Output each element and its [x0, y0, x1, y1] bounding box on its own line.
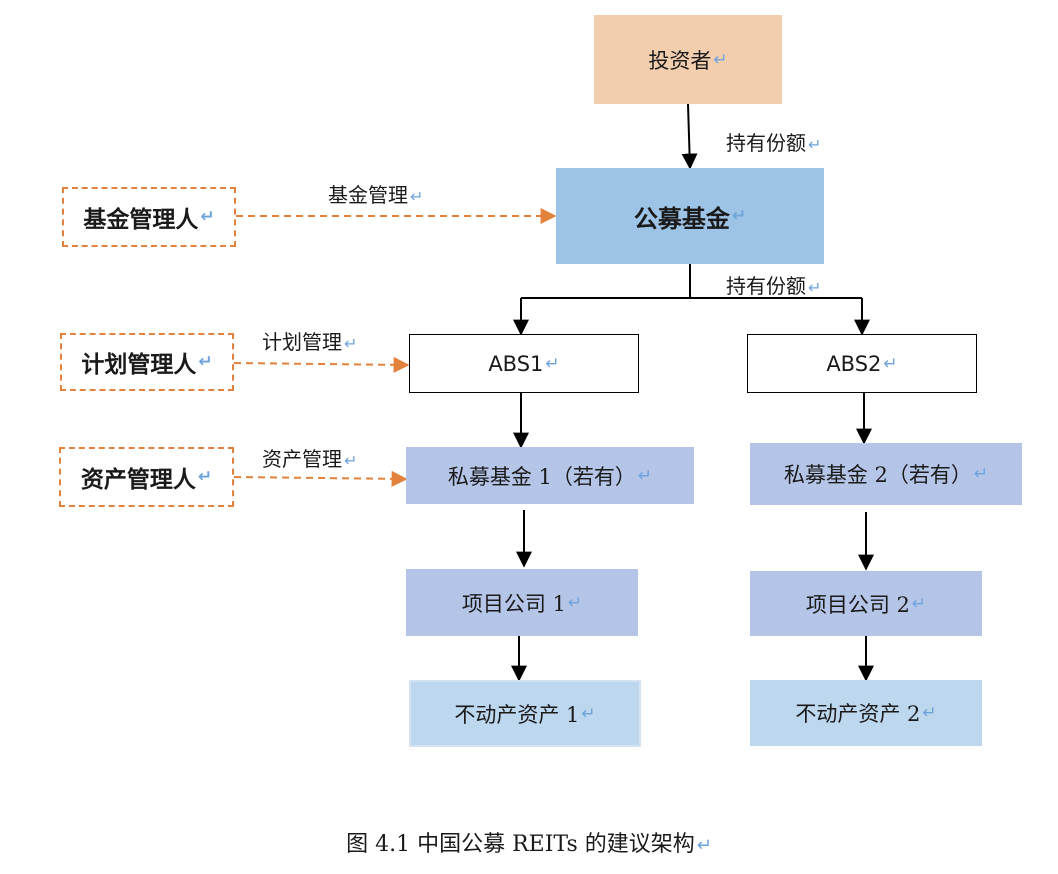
arrow-asset-manager-to-private-fund-1 [233, 470, 408, 487]
paragraph-mark-icon: ↵ [922, 703, 937, 723]
paragraph-mark-icon: ↵ [808, 135, 822, 154]
node-abs2-label: ABS2 [826, 351, 882, 376]
edge-label-hold-share-mid-text: 持有份额 [726, 274, 806, 298]
edge-label-hold-share-top: 持有份额↵ [726, 127, 821, 156]
node-project-company-2: 项目公司 2↵ [750, 571, 982, 636]
paragraph-mark-icon: ↵ [883, 353, 898, 374]
edge-label-asset-management-text: 资产管理 [262, 447, 342, 471]
paragraph-mark-icon: ↵ [567, 592, 583, 613]
paragraph-mark-icon: ↵ [637, 465, 653, 486]
node-project-company-1: 项目公司 1↵ [406, 569, 638, 636]
manager-asset-label: 资产管理人 [80, 466, 196, 493]
manager-plan-label: 计划管理人 [81, 351, 197, 378]
edge-label-fund-management: 基金管理↵ [328, 179, 423, 208]
paragraph-mark-icon: ↵ [973, 464, 989, 484]
node-private-fund-1-label: 私募基金 1（若有） [447, 464, 636, 489]
node-public-fund-label: 公募基金 [633, 203, 730, 233]
node-real-estate-2-label: 不动产资产 2 [795, 702, 921, 726]
node-real-estate-1: 不动产资产 1↵ [409, 680, 641, 747]
paragraph-mark-icon: ↵ [911, 593, 927, 614]
edge-label-plan-management-text: 计划管理 [262, 330, 342, 354]
figure-caption: 图 4.1 中国公募 REITs 的建议架构↵ [0, 826, 1058, 858]
node-real-estate-2: 不动产资产 2↵ [750, 680, 982, 746]
arrow-investor-to-public-fund [681, 103, 698, 170]
node-private-fund-2-label: 私募基金 2（若有） [783, 463, 972, 487]
node-abs1-label: ABS1 [488, 351, 544, 376]
paragraph-mark-icon: ↵ [731, 206, 747, 226]
paragraph-mark-icon: ↵ [713, 49, 728, 70]
paragraph-mark-icon: ↵ [581, 703, 596, 724]
node-project-company-1-label: 项目公司 1 [461, 591, 566, 616]
paragraph-mark-icon: ↵ [410, 187, 424, 206]
manager-fund: 基金管理人↵ [62, 187, 236, 247]
node-project-company-2-label: 项目公司 2 [805, 592, 910, 617]
paragraph-mark-icon: ↵ [696, 835, 712, 856]
node-public-fund: 公募基金↵ [556, 168, 824, 264]
node-abs1: ABS1↵ [409, 334, 639, 393]
edge-label-plan-management: 计划管理↵ [262, 326, 357, 355]
node-private-fund-1: 私募基金 1（若有）↵ [406, 447, 694, 504]
paragraph-mark-icon: ↵ [197, 467, 213, 487]
paragraph-mark-icon: ↵ [200, 207, 215, 227]
paragraph-mark-icon: ↵ [344, 334, 358, 353]
node-investor-label: 投资者 [648, 48, 712, 73]
node-abs2: ABS2↵ [747, 334, 977, 393]
figure-caption-text: 图 4.1 中国公募 REITs 的建议架构 [346, 832, 695, 857]
arrow-plan-manager-to-abs1 [233, 356, 410, 373]
paragraph-mark-icon: ↵ [198, 352, 213, 372]
manager-asset: 资产管理人↵ [59, 447, 234, 507]
node-private-fund-2: 私募基金 2（若有）↵ [750, 443, 1022, 505]
paragraph-mark-icon: ↵ [808, 278, 822, 297]
manager-plan: 计划管理人↵ [60, 333, 234, 391]
node-real-estate-1-label: 不动产资产 1 [454, 702, 580, 727]
edge-label-fund-management-text: 基金管理 [328, 183, 408, 207]
node-investor: 投资者↵ [594, 15, 782, 104]
paragraph-mark-icon: ↵ [545, 353, 560, 374]
manager-fund-label: 基金管理人 [83, 206, 199, 233]
edge-label-hold-share-mid: 持有份额↵ [726, 270, 821, 299]
edge-label-hold-share-top-text: 持有份额 [726, 131, 806, 155]
paragraph-mark-icon: ↵ [344, 451, 358, 470]
edge-label-asset-management: 资产管理↵ [262, 443, 357, 472]
